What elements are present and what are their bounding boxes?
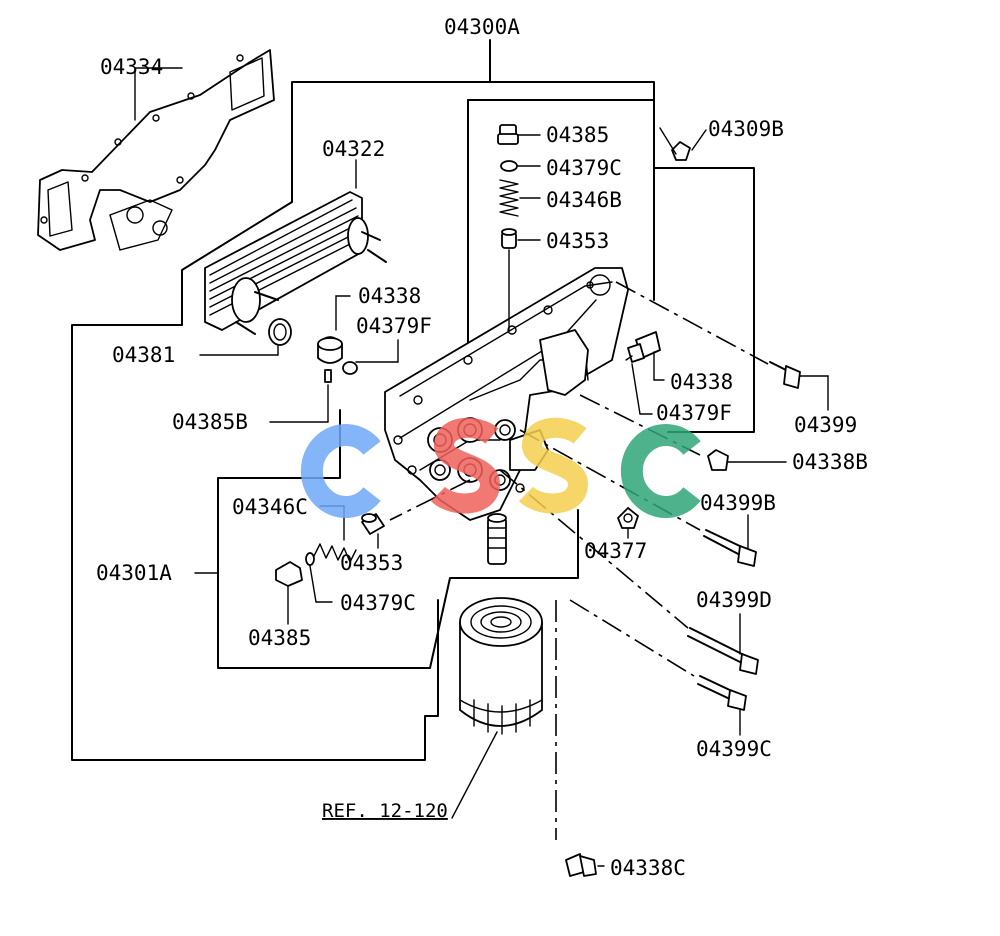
- label-04399c: 04399C: [696, 737, 772, 761]
- label-04399b: 04399B: [700, 491, 776, 515]
- plug-04338b-part: [707, 449, 729, 471]
- label-04379f-top: 04379F: [356, 314, 432, 338]
- bolt-04399b-part: [703, 529, 757, 567]
- clip-part: [671, 141, 691, 161]
- label-04322: 04322: [322, 137, 385, 161]
- label-04346b: 04346B: [546, 188, 622, 212]
- label-04338b: 04338B: [792, 450, 868, 474]
- label-04385-lower: 04385: [248, 626, 311, 650]
- valve-lower-part: [361, 513, 385, 535]
- leader-lines: [134, 67, 829, 867]
- watermark-logo: [300, 417, 701, 518]
- label-04379c-lower: 04379C: [340, 591, 416, 615]
- label-04381: 04381: [112, 343, 175, 367]
- label-04309b: 04309B: [708, 117, 784, 141]
- cooler-oring-part: [268, 318, 292, 346]
- label-04338c: 04338C: [610, 856, 686, 880]
- bolt-04399c-part: [697, 675, 747, 711]
- bolt-04399-part: [769, 361, 801, 389]
- kit-04300a-boundary: [71, 39, 755, 761]
- label-04353-lower: 04353: [340, 551, 403, 575]
- label-04377: 04377: [584, 539, 647, 563]
- label-04301a: 04301A: [96, 561, 172, 585]
- top-plug-part: [317, 336, 343, 364]
- label-04338-top: 04338: [358, 284, 421, 308]
- label-04338-side: 04338: [670, 370, 733, 394]
- valve-spring-top-part: [499, 179, 519, 217]
- label-04399: 04399: [794, 413, 857, 437]
- label-04385b: 04385B: [172, 410, 248, 434]
- label-ref-filter: REF. 12-120: [322, 800, 448, 822]
- side-plug-part: [627, 331, 661, 363]
- label-04353-top: 04353: [546, 229, 609, 253]
- label-04385-top: 04385: [546, 123, 609, 147]
- valve-plug-top-part: [497, 124, 519, 145]
- oil-cooler-part: [204, 191, 387, 335]
- valve-oring-lower-part: [305, 552, 315, 566]
- part-labels: 04300A 04334 04322 04338 04379F 04381 04…: [96, 15, 868, 880]
- label-04399d: 04399D: [696, 588, 772, 612]
- gasket-part: [37, 49, 275, 251]
- drain-plug-part: [565, 853, 597, 877]
- valve-oring-top-part: [500, 160, 518, 172]
- valve-plug-lower-part: [275, 561, 303, 587]
- top-oring-part: [342, 361, 358, 375]
- label-04334: 04334: [100, 55, 163, 79]
- label-04379f-side: 04379F: [656, 401, 732, 425]
- washer-04377-part: [617, 507, 639, 529]
- valve-sleeve-part: [487, 513, 507, 565]
- label-04379c-top: 04379C: [546, 156, 622, 180]
- bolt-04399d-part: [687, 627, 759, 675]
- label-04346c: 04346C: [232, 495, 308, 519]
- side-oring-part: [625, 355, 633, 361]
- filter-housing-part: [384, 267, 629, 521]
- label-04300a: 04300A: [444, 15, 520, 39]
- valve-spring-lower-part: [313, 543, 357, 563]
- oil-filter-part: [459, 597, 543, 735]
- pin-part: [324, 369, 332, 383]
- valve-top-part: [501, 228, 517, 249]
